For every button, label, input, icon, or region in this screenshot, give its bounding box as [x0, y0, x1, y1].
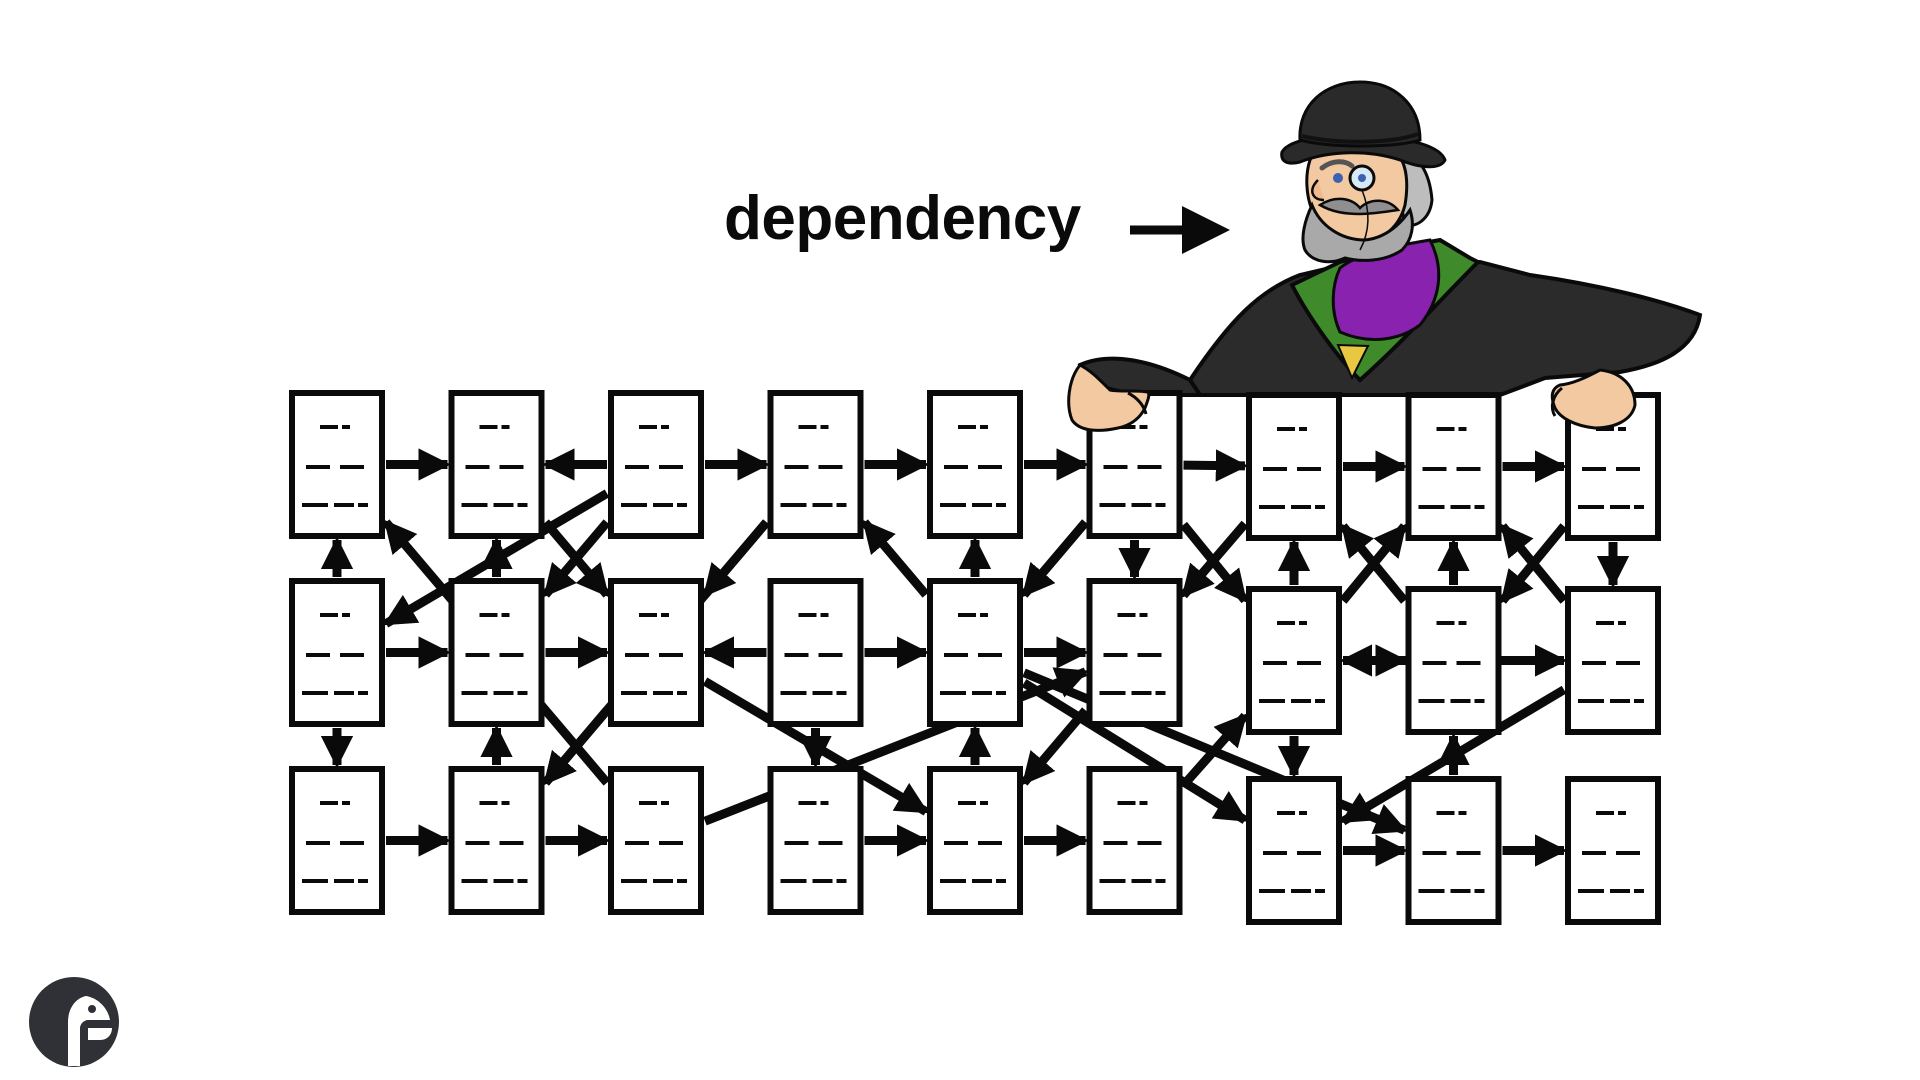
dependency-node-box	[608, 390, 704, 539]
dependency-arrow	[1183, 449, 1249, 482]
dependency-edges	[320, 448, 1630, 867]
dependency-node-box	[1246, 586, 1342, 735]
dependency-node-box	[608, 766, 704, 915]
dependency-arrow	[1499, 523, 1568, 604]
dependency-arrow	[1180, 521, 1249, 604]
moustache	[1317, 197, 1401, 216]
dependency-node-box	[448, 766, 545, 915]
dependency-node-box	[927, 766, 1023, 915]
dependency-node-box	[608, 578, 704, 727]
dependency-node-box	[448, 390, 545, 539]
dependency-arrow	[1020, 707, 1089, 786]
gentleman-hands	[1067, 363, 1637, 432]
dependency-node-box	[289, 578, 385, 727]
dependency-node-box	[289, 390, 385, 539]
dependency-node-box	[1246, 776, 1342, 925]
dependency-node-box	[289, 766, 385, 915]
gentleman-mascot-illustration	[1077, 80, 1703, 397]
dependency-arrow	[703, 667, 1089, 826]
arrow-right-icon	[1130, 206, 1230, 254]
dependency-node-box	[1086, 578, 1183, 727]
dependency-arrow	[1339, 523, 1408, 604]
dependency-arrow	[1020, 519, 1089, 598]
dependency-arrow	[1340, 685, 1567, 826]
dependency-node-box	[927, 390, 1023, 539]
dependency-node-box	[767, 390, 864, 539]
dependency-node-box	[1565, 776, 1661, 925]
dependency-node-box	[1405, 392, 1502, 541]
bird-logo-icon	[29, 977, 119, 1067]
dependency-arrow	[1021, 679, 1248, 824]
dependency-arrow	[1180, 712, 1249, 789]
dependency-node-box	[767, 766, 864, 915]
dependency-arrow	[542, 707, 611, 786]
dependency-arrow	[702, 677, 929, 816]
dependency-node-box	[927, 578, 1023, 727]
dependency-arrow	[861, 519, 930, 598]
dependency-node-box	[1405, 776, 1502, 925]
dependency-arrow	[383, 489, 610, 628]
dependency-label: dependency	[724, 184, 1081, 253]
dependency-node-box	[448, 578, 545, 727]
dependency-node-box	[1086, 766, 1183, 915]
bowler-hat-crown	[1298, 80, 1422, 148]
dependency-node-box	[1405, 586, 1502, 735]
dependency-node-box	[1246, 392, 1342, 541]
dependency-node-box	[1565, 586, 1661, 735]
dependency-arrow	[542, 519, 611, 598]
right-hand	[1550, 368, 1637, 430]
eye	[1333, 173, 1343, 183]
dependency-node-box	[767, 578, 864, 727]
dependency-nodes	[289, 390, 1661, 925]
vest	[1336, 343, 1370, 381]
